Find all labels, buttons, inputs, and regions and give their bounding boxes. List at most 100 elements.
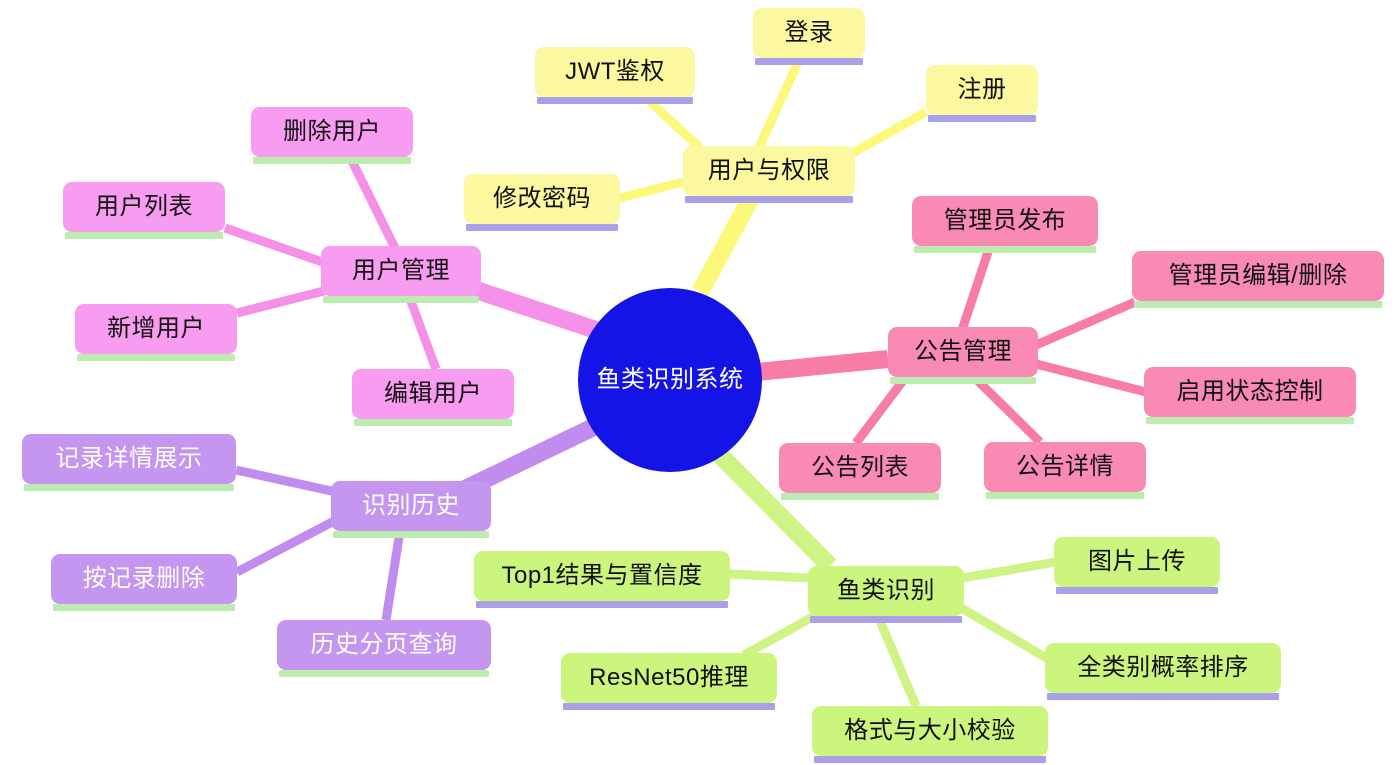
leaf-node-image-upload-underline [1056, 587, 1218, 594]
leaf-node-delete-by-record[interactable]: 按记录删除 [51, 554, 237, 611]
leaf-node-change-password-underline [466, 224, 618, 231]
connector-line [1034, 359, 1148, 397]
connector-line [1034, 297, 1137, 350]
branch-node-user-management-label: 用户管理 [352, 257, 450, 284]
leaf-node-format-size-check[interactable]: 格式与大小校验 [812, 706, 1048, 763]
connector-line [234, 516, 339, 576]
leaf-node-notice-detail[interactable]: 公告详情 [984, 442, 1146, 499]
branch-node-notice-management[interactable]: 公告管理 [888, 327, 1038, 384]
leaf-node-jwt-auth-underline [537, 97, 693, 104]
connector-line [757, 350, 889, 381]
leaf-node-user-list[interactable]: 用户列表 [63, 182, 225, 239]
connector-line [873, 614, 921, 708]
leaf-node-admin-edit-delete-underline [1134, 301, 1382, 308]
leaf-node-jwt-auth-label: JWT鉴权 [565, 58, 665, 85]
branch-node-notice-management-underline [890, 377, 1036, 384]
connector-line [741, 610, 821, 659]
leaf-node-login-label: 登录 [784, 19, 834, 46]
connector-line [640, 92, 704, 152]
leaf-node-register-underline [928, 115, 1036, 122]
connector-line [618, 177, 685, 203]
leaf-node-resnet50-inference[interactable]: ResNet50推理 [561, 653, 777, 710]
leaf-node-user-add[interactable]: 新增用户 [75, 304, 237, 361]
connector-line [729, 569, 809, 583]
leaf-node-resnet50-inference-label: ResNet50推理 [589, 664, 749, 691]
leaf-node-enable-state-control-label: 启用状态控制 [1176, 378, 1324, 405]
branch-node-users-auth[interactable]: 用户与权限 [683, 146, 855, 203]
leaf-node-history-pagination-underline [279, 670, 489, 677]
leaf-node-format-size-check-label: 格式与大小校验 [844, 717, 1016, 744]
connector-line [971, 374, 1044, 446]
leaf-node-all-class-probability[interactable]: 全类别概率排序 [1045, 643, 1281, 700]
connector-line [752, 56, 805, 154]
branch-node-users-auth-label: 用户与权限 [707, 157, 831, 184]
leaf-node-record-detail-view-underline [24, 484, 234, 491]
leaf-node-admin-edit-delete[interactable]: 管理员编辑/删除 [1132, 251, 1384, 308]
root-node[interactable]: 鱼类识别系统 [578, 288, 762, 472]
leaf-node-admin-publish-underline [914, 246, 1096, 253]
leaf-node-user-delete-label: 删除用户 [283, 118, 381, 145]
branch-node-notice-management-label: 公告管理 [914, 338, 1012, 365]
leaf-node-change-password-label: 修改密码 [493, 185, 591, 212]
connector-line [381, 530, 405, 621]
leaf-node-history-pagination[interactable]: 历史分页查询 [277, 620, 491, 677]
branch-node-recognition-history[interactable]: 识别历史 [331, 481, 491, 538]
connector-line [713, 448, 837, 573]
leaf-node-top1-confidence-underline [476, 601, 728, 608]
connector-line [852, 375, 909, 446]
leaf-node-user-add-label: 新增用户 [107, 315, 205, 342]
connector-line [235, 465, 337, 497]
branch-node-fish-recognition[interactable]: 鱼类识别 [808, 566, 964, 623]
leaf-node-record-detail-view[interactable]: 记录详情展示 [22, 434, 236, 491]
leaf-node-change-password[interactable]: 修改密码 [464, 174, 620, 231]
connector-line [957, 244, 995, 332]
connector-line [467, 279, 599, 339]
connector-line [692, 191, 760, 297]
leaf-node-enable-state-control-underline [1146, 417, 1354, 424]
branch-node-fish-recognition-label: 鱼类识别 [837, 577, 935, 604]
leaf-node-admin-publish-label: 管理员发布 [943, 207, 1067, 234]
leaf-node-history-pagination-label: 历史分页查询 [310, 631, 458, 658]
leaf-node-all-class-probability-label: 全类别概率排序 [1077, 654, 1249, 681]
leaf-node-login-underline [755, 58, 863, 65]
leaf-node-user-delete-underline [253, 157, 411, 164]
branch-node-fish-recognition-underline [810, 616, 962, 623]
leaf-node-image-upload[interactable]: 图片上传 [1054, 537, 1220, 594]
leaf-node-all-class-probability-underline [1047, 693, 1279, 700]
leaf-node-image-upload-label: 图片上传 [1088, 548, 1186, 575]
leaf-node-user-edit-label: 编辑用户 [384, 380, 482, 407]
branch-node-recognition-history-underline [333, 531, 489, 538]
root-node-label: 鱼类识别系统 [596, 366, 744, 393]
leaf-node-user-list-label: 用户列表 [95, 193, 193, 220]
leaf-node-notice-list-label: 公告列表 [811, 454, 909, 481]
connector-line [223, 223, 330, 269]
connector-line [404, 294, 441, 371]
leaf-node-top1-confidence-label: Top1结果与置信度 [501, 562, 703, 589]
leaf-node-admin-publish[interactable]: 管理员发布 [912, 196, 1098, 253]
leaf-node-top1-confidence[interactable]: Top1结果与置信度 [474, 551, 730, 608]
leaf-node-register[interactable]: 注册 [926, 65, 1038, 122]
branch-node-user-management[interactable]: 用户管理 [321, 246, 481, 303]
leaf-node-format-size-check-underline [814, 756, 1046, 763]
leaf-node-notice-list[interactable]: 公告列表 [779, 443, 941, 500]
leaf-node-register-label: 注册 [957, 76, 1007, 103]
leaf-node-user-list-underline [65, 232, 223, 239]
leaf-node-delete-by-record-underline [53, 604, 235, 611]
branch-node-recognition-history-label: 识别历史 [362, 492, 460, 519]
connector-line [235, 285, 330, 318]
leaf-node-enable-state-control[interactable]: 启用状态控制 [1144, 367, 1356, 424]
leaf-node-admin-edit-delete-label: 管理员编辑/删除 [1168, 262, 1348, 289]
leaf-node-notice-detail-underline [986, 492, 1144, 499]
connector-line [345, 155, 401, 252]
leaf-node-record-detail-view-label: 记录详情展示 [55, 445, 203, 472]
leaf-node-login[interactable]: 登录 [753, 8, 865, 65]
leaf-node-notice-detail-label: 公告详情 [1016, 453, 1114, 480]
branch-node-user-management-underline [323, 296, 479, 303]
leaf-node-resnet50-inference-underline [563, 703, 775, 710]
leaf-node-user-delete[interactable]: 删除用户 [251, 107, 413, 164]
leaf-node-notice-list-underline [781, 493, 939, 500]
leaf-node-user-edit[interactable]: 编辑用户 [352, 369, 514, 426]
leaf-node-jwt-auth[interactable]: JWT鉴权 [535, 47, 695, 104]
